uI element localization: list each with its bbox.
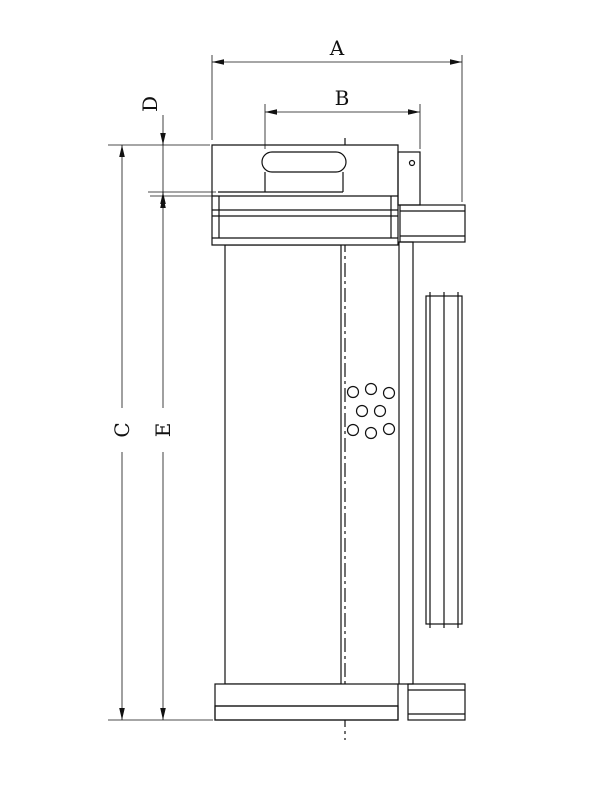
dimension-label-e: E (151, 423, 175, 438)
dimension-label-c: C (110, 422, 134, 437)
dimension-label-a: A (329, 36, 345, 60)
dimension-label-b: B (335, 86, 350, 110)
dimension-d: D (138, 96, 216, 205)
dimension-b: B (264, 86, 421, 149)
dimension-a: A (211, 36, 463, 202)
support-mesh (425, 292, 463, 628)
top-seal-flange (397, 151, 466, 243)
filter-media-pleats (224, 244, 342, 685)
perforation-holes (346, 382, 396, 440)
bottom-end-cap (214, 683, 399, 721)
dimension-label-d: D (138, 96, 162, 112)
dimension-c: C (108, 144, 213, 721)
top-end-cap (211, 144, 399, 246)
filter-element-outline (211, 138, 466, 740)
core-tube-section (398, 241, 414, 685)
dimension-e: E (150, 195, 214, 720)
dimensions: A B C D (108, 36, 463, 721)
inlet-port (261, 151, 347, 192)
bottom-seal-flange (407, 683, 466, 721)
